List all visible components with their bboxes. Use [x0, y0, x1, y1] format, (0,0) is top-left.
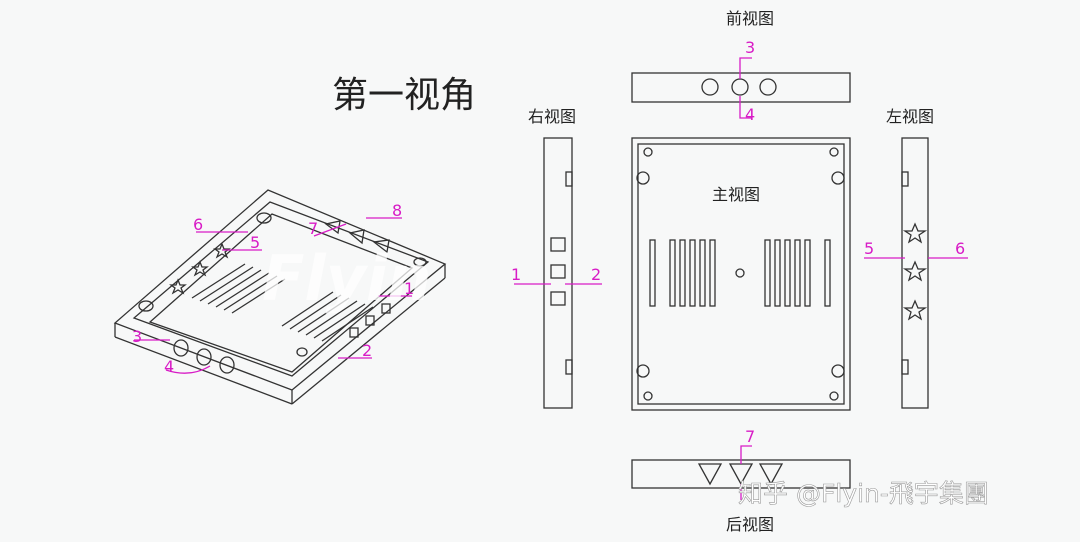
left-star: [902, 222, 928, 244]
front-view-outline: [631, 72, 851, 103]
back-callout-7: 7: [745, 427, 755, 446]
drawing-title: 第一视角: [332, 75, 476, 116]
back-view: 7 后视图: [631, 427, 851, 534]
front-callout-4: 4: [745, 105, 755, 124]
back-view-label: 后视图: [726, 515, 774, 534]
right-square: [550, 264, 566, 279]
main-view-label: 主视图: [712, 185, 760, 204]
main-vent-right: [764, 239, 831, 307]
left-callout-6: 6: [955, 239, 965, 258]
iso-vent-right: [281, 291, 374, 342]
iso-corner-post: [296, 347, 308, 357]
iso-callout-1: 1: [404, 279, 414, 298]
iso-callout-2: 2: [362, 341, 372, 360]
right-view-label: 右视图: [528, 107, 576, 126]
iso-callout-8: 8: [392, 201, 402, 220]
iso-callout-6: 6: [193, 215, 203, 234]
main-view-outline: [631, 137, 851, 411]
right-callout-2: 2: [591, 265, 601, 284]
iso-callout-5: 5: [250, 233, 260, 252]
zhihu-watermark: 知乎 @Flyin-飛宇集團: [738, 479, 989, 508]
right-view: 右视图 1 2: [511, 107, 602, 409]
main-view: 主视图: [631, 137, 851, 411]
brand-watermark: Flyin: [262, 242, 431, 315]
left-view-outline: [901, 137, 929, 409]
front-hole: [701, 78, 719, 96]
right-square: [550, 237, 566, 252]
iso-corner-post: [138, 300, 154, 312]
iso-side-stars: [169, 242, 231, 295]
back-triangle: [697, 463, 723, 486]
front-callout-3: 3: [745, 38, 755, 57]
left-star: [902, 299, 928, 321]
front-hole: [759, 78, 777, 96]
iso-corner-post: [413, 257, 427, 267]
iso-callout-4: 4: [164, 357, 174, 376]
right-square: [550, 291, 566, 306]
left-star: [902, 260, 928, 282]
left-view-label: 左视图: [886, 107, 934, 126]
iso-inner-frame: [132, 201, 430, 377]
main-vent-left: [649, 239, 716, 307]
front-hole: [731, 78, 749, 96]
iso-callout-3: 3: [132, 327, 142, 346]
right-callout-1: 1: [511, 265, 521, 284]
front-view: 前视图 3 4: [631, 9, 851, 124]
iso-front-holes: [173, 339, 235, 374]
isometric-view: 6 5 7 8 1 2 3 4: [113, 189, 447, 405]
iso-callout-7: 7: [308, 219, 318, 238]
front-view-label: 前视图: [726, 9, 774, 28]
right-view-outline: [543, 137, 573, 409]
left-view: 左视图 5 6: [864, 107, 968, 409]
back-triangle: [758, 463, 784, 486]
iso-callouts: 6 5 7 8 1 2 3 4: [132, 201, 414, 376]
iso-side-squares: [349, 303, 391, 338]
left-callout-5: 5: [864, 239, 874, 258]
iso-corner-post: [256, 212, 272, 224]
iso-vent-left: [191, 263, 286, 314]
